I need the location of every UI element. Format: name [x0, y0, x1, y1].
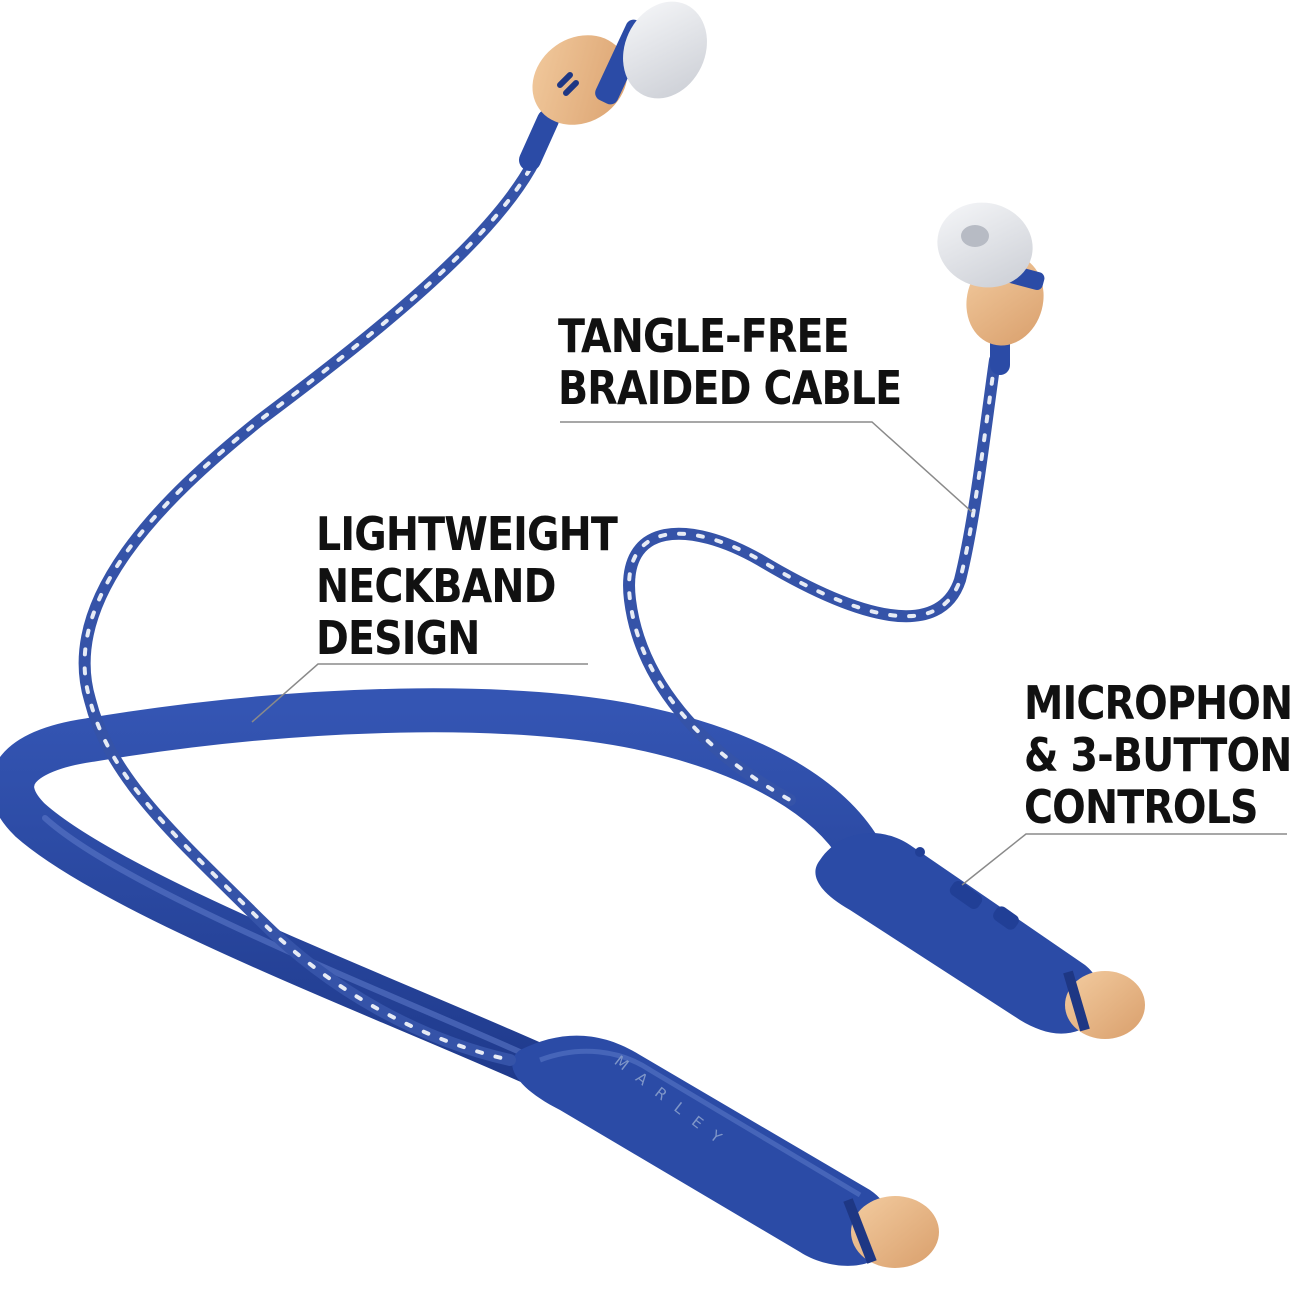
controls-callout-line: MICROPHONE: [1024, 676, 1292, 730]
controls-callout: MICROPHONE & 3-BUTTON CONTROLS: [1024, 677, 1292, 833]
neckband: [0, 688, 882, 1102]
control-button: [949, 881, 983, 909]
neckband-callout-line: LIGHTWEIGHT: [316, 507, 618, 561]
controls-callout-line: CONTROLS: [1024, 780, 1259, 834]
neckband-callout-leader: [251, 663, 588, 723]
right-ear-tip: [937, 202, 1033, 288]
cable-callout-line: TANGLE-FREE: [558, 309, 850, 363]
neckband-callout-line: DESIGN: [316, 611, 480, 665]
controls-callout-line: & 3-BUTTON: [1024, 728, 1292, 782]
microphone-hole: [915, 847, 925, 857]
brand-logo-icon: [557, 72, 579, 96]
cable-callout-leader: [560, 421, 973, 513]
right-earbud: [937, 202, 1045, 375]
cable-callout-line: BRAIDED CABLE: [558, 361, 902, 415]
left-earbud-wood-shell: [532, 35, 628, 125]
left-wood-cap: [851, 1196, 939, 1268]
control-button: [993, 906, 1019, 930]
cable-callout: TANGLE-FREE BRAIDED CABLE: [558, 309, 902, 415]
left-earbud: [519, 1, 707, 171]
left-ear-tip: [623, 1, 707, 99]
neckband-callout: LIGHTWEIGHT NECKBAND DESIGN: [316, 507, 618, 665]
controls-callout-leader: [961, 833, 1287, 886]
left-battery-housing: [512, 1035, 939, 1268]
right-control-housing: [815, 833, 1145, 1039]
neckband-callout-line: NECKBAND: [316, 559, 557, 613]
